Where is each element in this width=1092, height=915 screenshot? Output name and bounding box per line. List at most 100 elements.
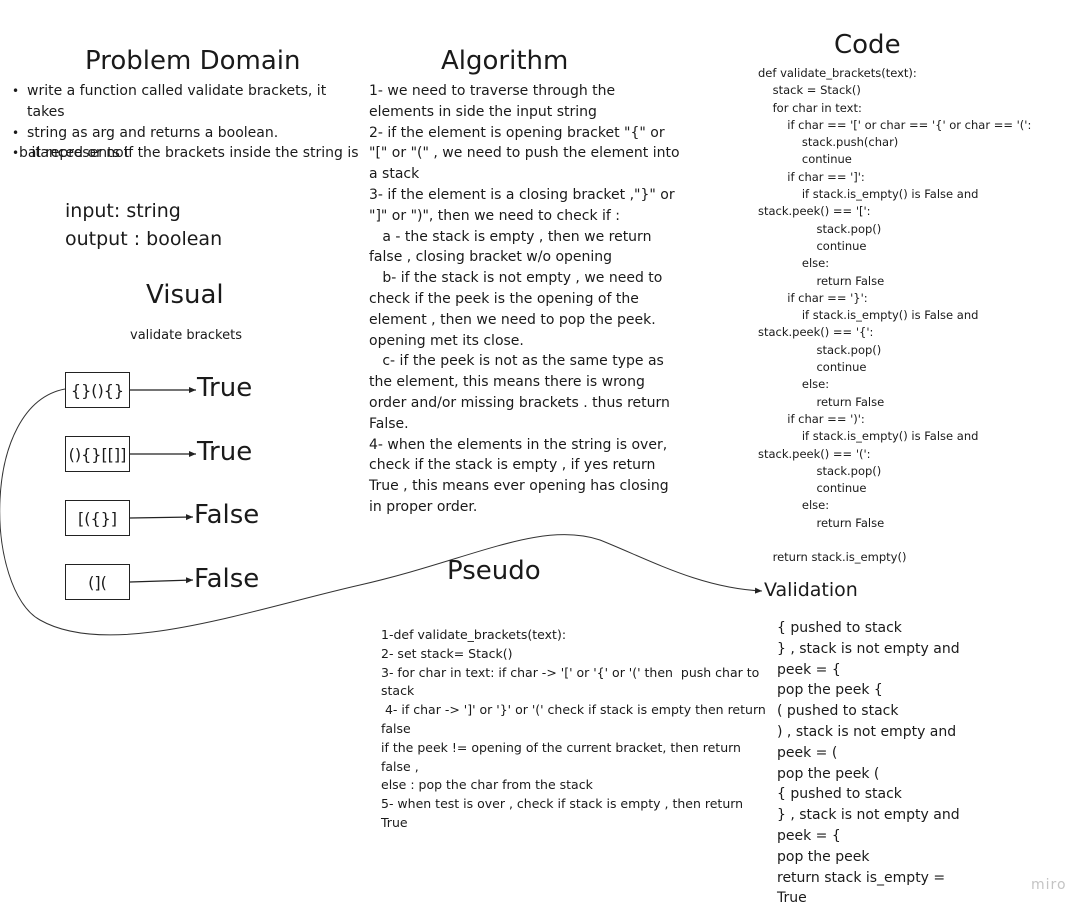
algorithm-line: opening met its close. [369,332,524,349]
validation-line: } , stack is not empty and [777,640,960,657]
validation-title: Validation [764,579,858,601]
pseudo-line: false [381,720,411,736]
algorithm-line: True , this means ever opening has closi… [369,478,669,495]
arrow-4 [129,577,194,584]
algorithm-line: a stack [369,166,420,183]
pseudo-line: if the peek != opening of the current br… [381,739,741,755]
example-input-box: (){}[[]] [65,436,130,472]
algorithm-line: 1- we need to traverse through the [369,83,616,99]
example-result: True [197,437,253,467]
example-result: True [197,373,253,403]
algorithm-title: Algorithm [441,46,569,76]
validation-line: pop the peek { [777,682,883,699]
code-line: continue [758,152,852,167]
pseudo-line: false , [381,758,419,774]
algorithm-line: check if the stack is empty , if yes ret… [369,457,656,474]
miro-logo: miro [1031,877,1067,893]
validation-line: { pushed to stack [777,620,902,636]
code-line: stack.pop() [758,221,882,236]
pseudo-line: 4- if char -> ']' or '}' or '(' check if… [381,702,766,718]
code-line: return False [758,273,885,288]
code-line [758,532,1088,549]
algorithm-line: a - the stack is empty , then we return [369,228,652,245]
validation-line: peek = { [777,661,841,678]
code-line: stack.peek() == '{': [758,325,874,340]
algorithm-line: "]" or ")", then we need to check if : [369,207,620,224]
code-line: continue [758,238,867,253]
code-line: if char == '[' or char == '{' or char ==… [758,117,1032,132]
visual-title: Visual [146,280,224,310]
algorithm-line: order and/or missing brackets . thus ret… [369,394,670,411]
code-line: if stack.is_empty() is False and [758,308,979,323]
code-line: if stack.is_empty() is False and [758,429,979,444]
validation-line: { pushed to stack [777,786,902,803]
code-line: stack.peek() == '(': [758,446,871,461]
algorithm-line: element , then we need to pop the peek. [369,311,656,328]
algorithm-line: false , closing bracket w/o opening [369,249,613,266]
code-line: else: [758,498,830,513]
algorithm-line: b- if the stack is not empty , we need t… [369,270,663,287]
problem-domain-continuation: balanced or not [19,145,130,161]
input-spec: input: string [65,200,181,222]
bullet-item: string as arg and returns a boolean. [12,123,357,144]
bullet-item: write a function called validate bracket… [12,81,357,123]
code-line: stack.pop() [758,342,882,357]
algorithm-line: in proper order. [369,498,478,515]
code-title: Code [834,30,901,60]
algorithm-line: the element, this means there is wrong [369,374,645,391]
example-input-box: (]( [65,564,130,600]
example-result: False [194,500,260,530]
validation-line: pop the peek [777,848,870,865]
pseudo-line: stack [381,683,415,699]
validation-line: peek = { [777,827,841,844]
validation-connector [0,388,763,636]
code-line: stack.peek() == '[': [758,204,871,219]
validation-line: pop the peek ( [777,765,880,782]
code-line: for char in text: [758,100,862,115]
visual-subtitle: validate brackets [130,328,242,343]
validation-line: peek = ( [777,744,838,761]
code-line: if stack.is_empty() is False and [758,187,979,202]
validation-line: ) , stack is not empty and [777,723,957,740]
algorithm-line: check if the peek is the opening of the [369,290,639,307]
validation-line: } , stack is not empty and [777,807,960,824]
code-line: def validate_brackets(text): [758,66,917,80]
validation-line: True [777,890,807,907]
arrow-3 [129,514,194,521]
algorithm-line: 3- if the element is a closing bracket ,… [369,186,675,203]
algorithm-line: False. [369,415,409,432]
problem-domain-title: Problem Domain [85,46,301,76]
algorithm-line: 2- if the element is opening bracket "{"… [369,124,665,141]
code-line: continue [758,481,867,496]
algorithm-line: c- if the peek is not as the same type a… [369,353,664,370]
example-result: False [194,564,260,594]
example-input-box: [({}] [65,500,130,536]
pseudo-line: 2- set stack= Stack() [381,645,513,661]
validation-line: return stack is_empty = [777,869,946,886]
code-line: stack = Stack() [758,83,861,98]
pseudo-line: else : pop the char from the stack [381,777,593,793]
validation-text: { pushed to stack } , stack is not empty … [777,618,977,909]
validation-line: ( pushed to stack [777,703,899,720]
bullet-item: it represents if the brackets inside the… [12,143,359,164]
pseudo-line: 3- for char in text: if char -> '[' or '… [381,664,760,680]
algorithm-line: 4- when the elements in the string is ov… [369,436,668,453]
pseudo-text: 1-def validate_brackets(text):2- set sta… [381,626,766,833]
algorithm-line: "[" or "(" , we need to push the element… [369,145,680,162]
pseudo-line: True [381,814,408,830]
code-line: return False [758,394,885,409]
code-line: return False [758,515,885,530]
output-spec: output : boolean [65,228,223,250]
code-line: return stack.is_empty() [758,550,907,565]
code-line: else: [758,377,830,392]
code-line: stack.push(char) [758,135,899,150]
example-input-box: {}(){} [65,372,130,408]
pseudo-line: 5- when test is over , check if stack is… [381,796,744,812]
pseudo-title: Pseudo [447,556,541,586]
code-line: stack.pop() [758,463,882,478]
code-block: def validate_brackets(text): stack = Sta… [758,65,1088,567]
code-line: else: [758,256,830,271]
problem-domain-bullets: write a function called validate bracket… [12,81,359,164]
algorithm-line: elements in side the input string [369,103,597,120]
